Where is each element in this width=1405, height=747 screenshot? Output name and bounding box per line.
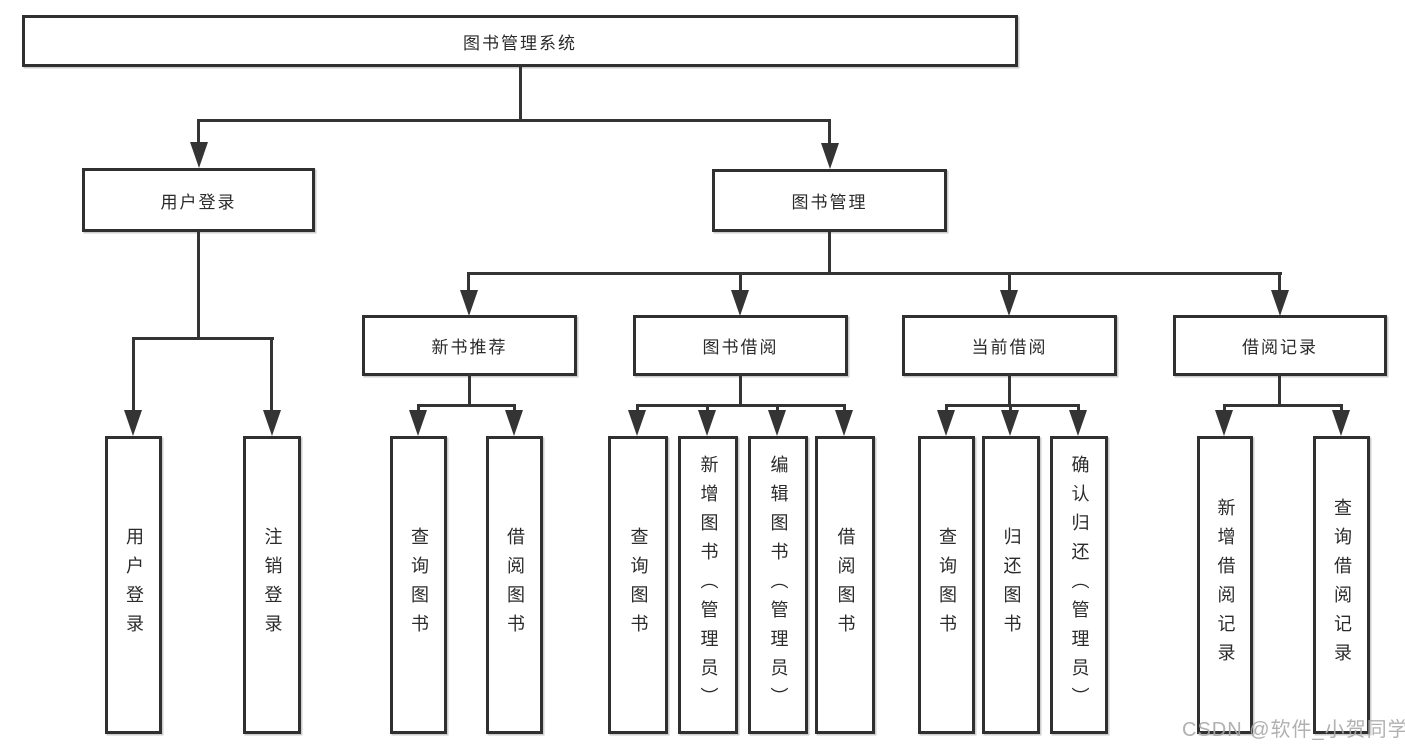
- connector-line: [776, 404, 779, 412]
- connector-line: [1223, 404, 1342, 407]
- connector-line: [1009, 404, 1012, 412]
- leaf-add-borrow-record: 新增借阅记录: [1197, 436, 1253, 734]
- connector-line: [467, 272, 470, 292]
- leaf-logout: 注销登录: [243, 436, 301, 734]
- connector-line: [1077, 404, 1080, 412]
- leaf-borrow-books-recommend-label: 借阅图书: [504, 527, 525, 643]
- connector-line: [1008, 374, 1011, 406]
- arrowhead-down-icon: [1000, 290, 1018, 316]
- connector-line: [945, 404, 1080, 407]
- arrowhead-down-icon: [821, 143, 839, 169]
- leaf-borrow-books-borrowing-label: 借阅图书: [835, 527, 856, 643]
- connector-line: [828, 232, 831, 274]
- node-root: 图书管理系统: [22, 15, 1018, 67]
- connector-line: [468, 374, 471, 406]
- node-root-label: 图书管理系统: [463, 33, 577, 53]
- arrowhead-down-icon: [698, 410, 716, 436]
- leaf-confirm-return-admin-label: 确认归还（管理员）: [1069, 454, 1090, 716]
- connector-line: [513, 404, 516, 412]
- node-new-book-recommend-label: 新书推荐: [431, 338, 508, 357]
- leaf-query-borrow-record-label: 查询借阅记录: [1331, 498, 1352, 672]
- connector-line: [197, 119, 200, 147]
- leaf-query-books-recommend: 查询图书: [390, 436, 447, 734]
- leaf-return-books-label: 归还图书: [1001, 527, 1022, 643]
- leaf-borrow-books-recommend: 借阅图书: [486, 436, 543, 734]
- connector-line: [828, 119, 831, 147]
- connector-line: [1340, 404, 1343, 412]
- connector-line: [467, 272, 1282, 275]
- leaf-query-borrow-record: 查询借阅记录: [1313, 436, 1370, 734]
- connector-line: [270, 337, 273, 412]
- connector-line: [739, 272, 742, 292]
- node-current-borrowing: 当前借阅: [902, 315, 1117, 376]
- leaf-query-books-current: 查询图书: [918, 436, 975, 734]
- arrowhead-down-icon: [768, 410, 786, 436]
- connector-line: [132, 337, 274, 340]
- arrowhead-down-icon: [124, 410, 142, 436]
- leaf-edit-books-admin: 编辑图书（管理员）: [748, 436, 808, 734]
- connector-line: [706, 404, 709, 412]
- arrowhead-down-icon: [937, 410, 955, 436]
- arrowhead-down-icon: [731, 290, 749, 316]
- leaf-add-borrow-record-label: 新增借阅记录: [1215, 498, 1236, 672]
- watermark: CSDN @软件_小贺同学: [1182, 719, 1405, 741]
- leaf-user-login: 用户登录: [105, 436, 162, 734]
- connector-line: [1223, 404, 1226, 412]
- node-user-login-label: 用户登录: [160, 192, 237, 212]
- arrowhead-down-icon: [263, 410, 281, 436]
- leaf-query-books-recommend-label: 查询图书: [408, 527, 429, 643]
- node-current-borrowing-label: 当前借阅: [971, 338, 1048, 357]
- arrowhead-down-icon: [1332, 410, 1350, 436]
- connector-line: [636, 404, 846, 407]
- leaf-return-books: 归还图书: [982, 436, 1040, 734]
- arrowhead-down-icon: [1271, 290, 1289, 316]
- connector-line: [1278, 272, 1281, 292]
- node-user-login: 用户登录: [82, 168, 315, 232]
- connector-line: [945, 404, 948, 412]
- arrowhead-down-icon: [1215, 410, 1233, 436]
- connector-line: [636, 404, 639, 412]
- connector-line: [1278, 374, 1281, 406]
- connector-line: [417, 404, 516, 407]
- arrowhead-down-icon: [190, 142, 208, 168]
- arrowhead-down-icon: [409, 410, 427, 436]
- arrowhead-down-icon: [460, 290, 478, 316]
- leaf-user-login-label: 用户登录: [123, 527, 144, 643]
- node-borrow-records-label: 借阅记录: [1242, 338, 1318, 357]
- leaf-borrow-books-borrowing: 借阅图书: [815, 436, 875, 734]
- leaf-edit-books-admin-label: 编辑图书（管理员）: [768, 454, 789, 716]
- connector-line: [417, 404, 420, 412]
- leaf-query-books-borrowing-label: 查询图书: [628, 527, 649, 643]
- node-book-management-label: 图书管理: [791, 193, 868, 212]
- leaf-query-books-borrowing: 查询图书: [608, 436, 668, 734]
- arrowhead-down-icon: [628, 410, 646, 436]
- node-book-borrowing: 图书借阅: [633, 315, 848, 376]
- arrowhead-down-icon: [1069, 410, 1087, 436]
- connector-line: [739, 374, 742, 406]
- leaf-query-books-current-label: 查询图书: [936, 527, 957, 643]
- leaf-confirm-return-admin: 确认归还（管理员）: [1050, 436, 1108, 734]
- connector-line: [197, 231, 200, 339]
- connector-line: [519, 67, 522, 121]
- node-new-book-recommend: 新书推荐: [362, 315, 577, 376]
- connector-line: [132, 337, 135, 412]
- leaf-add-books-admin: 新增图书（管理员）: [678, 436, 738, 734]
- connector-line: [1008, 272, 1011, 292]
- arrowhead-down-icon: [1001, 410, 1019, 436]
- node-book-management: 图书管理: [712, 169, 947, 232]
- connector-line: [843, 404, 846, 412]
- arrowhead-down-icon: [505, 410, 523, 436]
- node-borrow-records: 借阅记录: [1173, 315, 1387, 376]
- leaf-add-books-admin-label: 新增图书（管理员）: [698, 454, 719, 716]
- node-book-borrowing-label: 图书借阅: [702, 338, 779, 357]
- connector-line: [197, 119, 831, 122]
- arrowhead-down-icon: [835, 410, 853, 436]
- leaf-logout-label: 注销登录: [262, 527, 283, 643]
